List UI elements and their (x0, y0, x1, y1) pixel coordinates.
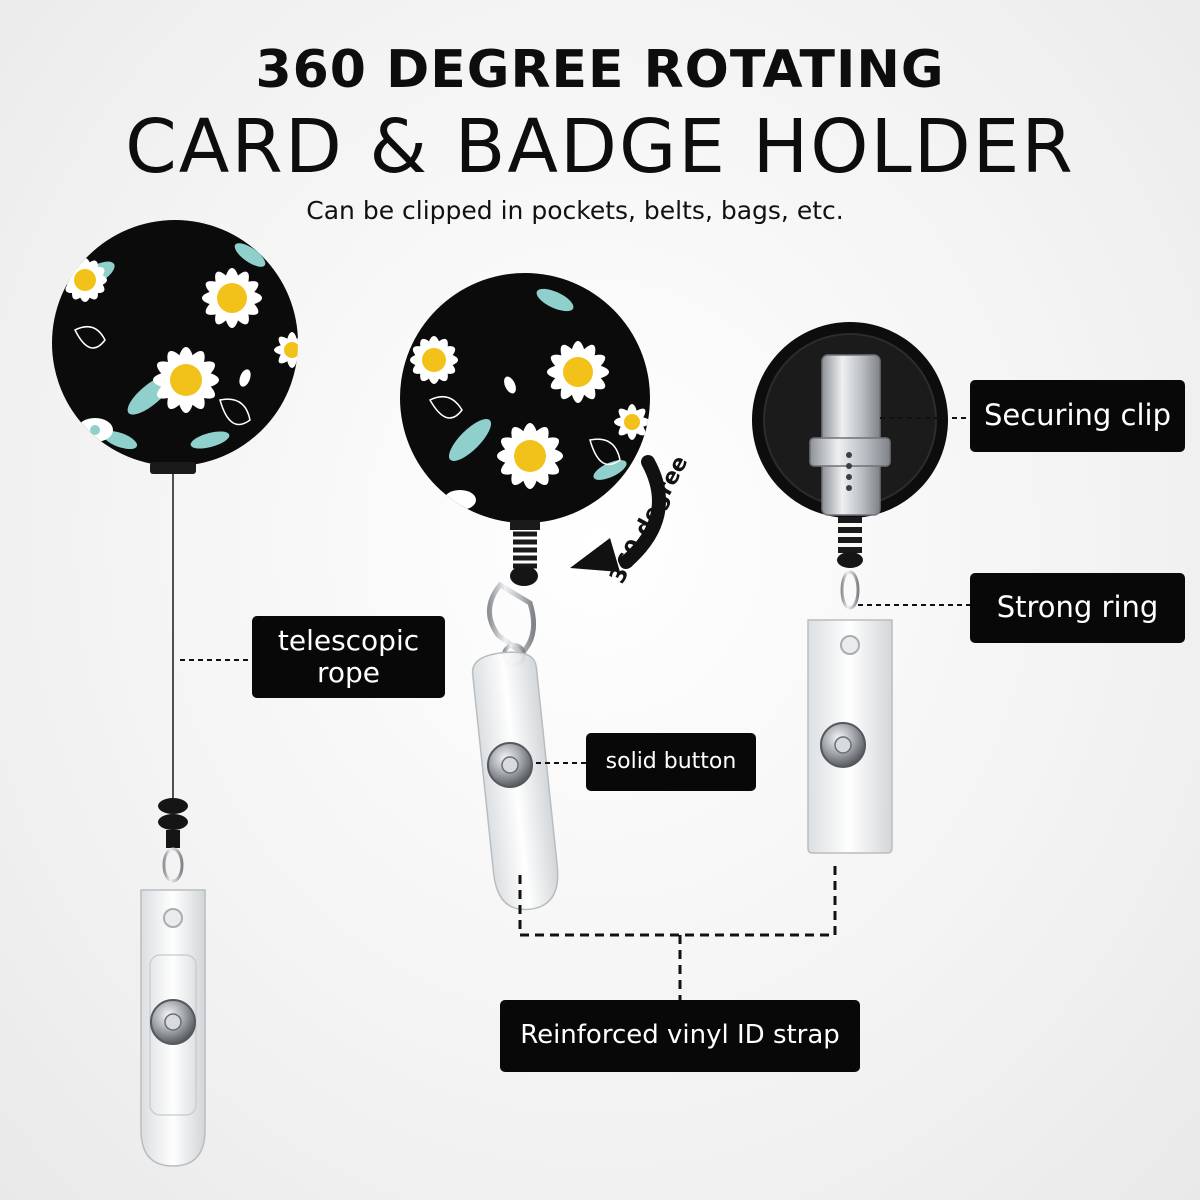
right-badge-reel (752, 322, 948, 854)
callout-telescopic-rope: telescopic rope (252, 616, 445, 698)
left-badge-reel (52, 220, 298, 1167)
reel-coil-right (838, 517, 862, 553)
daisy-pattern-center (410, 288, 650, 511)
callout-vinyl-strap: Reinforced vinyl ID strap (500, 1000, 860, 1072)
reel-coil (510, 520, 540, 586)
belt-clip (809, 354, 891, 516)
center-badge-reel (400, 273, 650, 911)
vinyl-strap-center (471, 651, 559, 911)
rotation-arrow (570, 455, 666, 572)
cord-stopper (158, 798, 188, 848)
daisy-pattern-left (63, 243, 298, 450)
callout-strong-ring: Strong ring (970, 573, 1185, 643)
callout-solid-button: solid button (586, 733, 756, 791)
split-ring-right (840, 570, 860, 610)
heading-line-1: 360 DEGREE ROTATING (255, 40, 945, 100)
vinyl-strap-left (140, 889, 206, 1167)
callout-securing-clip: Securing clip (970, 380, 1185, 452)
leader-vinyl-strap-bracket (518, 860, 837, 937)
reel-neck (150, 462, 196, 474)
heading-line-2: CARD & BADGE HOLDER (125, 104, 1075, 190)
subtitle: Can be clipped in pockets, belts, bags, … (306, 196, 844, 225)
split-ring-left (162, 847, 184, 883)
vinyl-strap-right (807, 619, 893, 854)
